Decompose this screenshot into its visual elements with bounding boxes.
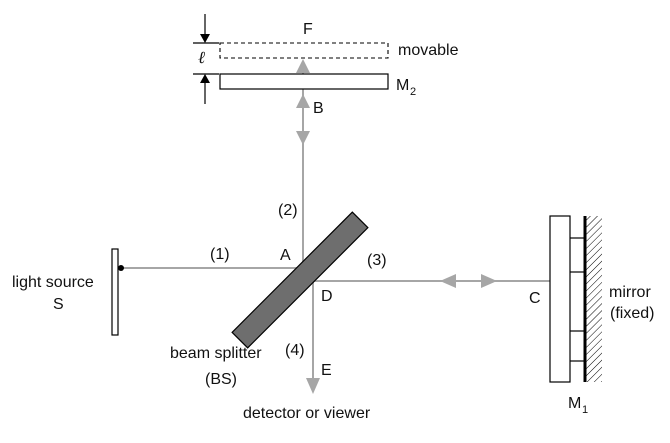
- label-detector: detector or viewer: [243, 405, 371, 422]
- arrowhead-down-e: [306, 378, 320, 394]
- label-beam-1: (1): [210, 246, 230, 263]
- label-splitter-line2: (BS): [205, 371, 237, 388]
- mirror-mount-hatching: [585, 216, 602, 382]
- label-mirror-m1: M: [568, 395, 581, 412]
- mirror-m1: [549, 215, 571, 383]
- label-beam-4: (4): [285, 342, 305, 359]
- light-source: [111, 248, 124, 336]
- beam-paths: [120, 72, 552, 378]
- mirror-m2: [219, 73, 389, 90]
- label-point-e: E: [321, 362, 332, 379]
- mirror-m1-supports: [570, 237, 584, 362]
- label-displacement: ℓ: [198, 48, 205, 67]
- label-point-c: C: [529, 290, 541, 307]
- label-point-b: B: [313, 100, 324, 117]
- label-mirror-m2: M: [396, 77, 409, 94]
- fixed-mirror-assembly: [549, 215, 602, 383]
- beam-splitter: [231, 211, 369, 349]
- arrowhead-right-beam3: [481, 274, 497, 288]
- label-point-a: A: [280, 247, 291, 264]
- arrowhead-up-b: [296, 94, 310, 108]
- displacement-marker: [193, 14, 219, 104]
- arrowhead-up-f: [296, 59, 310, 73]
- label-light-source-line1: light source: [12, 274, 94, 291]
- label-movable: movable: [398, 42, 459, 59]
- arrowhead-down-b: [296, 131, 310, 145]
- beam-arrowheads: [296, 59, 497, 394]
- label-fixed-mirror-line2: (fixed): [610, 305, 654, 322]
- light-source-plate: [111, 248, 119, 336]
- label-fixed-mirror-line1: mirror: [609, 284, 651, 301]
- light-source-dot: [118, 265, 124, 271]
- mirror-displaced-position: [219, 42, 389, 59]
- label-splitter-line1: beam splitter: [170, 345, 262, 362]
- arrowhead-left-beam3: [440, 274, 456, 288]
- label-mirror-m2-sub: 2: [410, 86, 416, 98]
- label-beam-2: (2): [278, 202, 298, 219]
- label-beam-3: (3): [367, 252, 387, 269]
- label-mirror-m1-sub: 1: [582, 404, 588, 416]
- label-point-f: F: [303, 21, 313, 38]
- label-point-d: D: [321, 288, 333, 305]
- label-light-source-line2: S: [53, 296, 64, 313]
